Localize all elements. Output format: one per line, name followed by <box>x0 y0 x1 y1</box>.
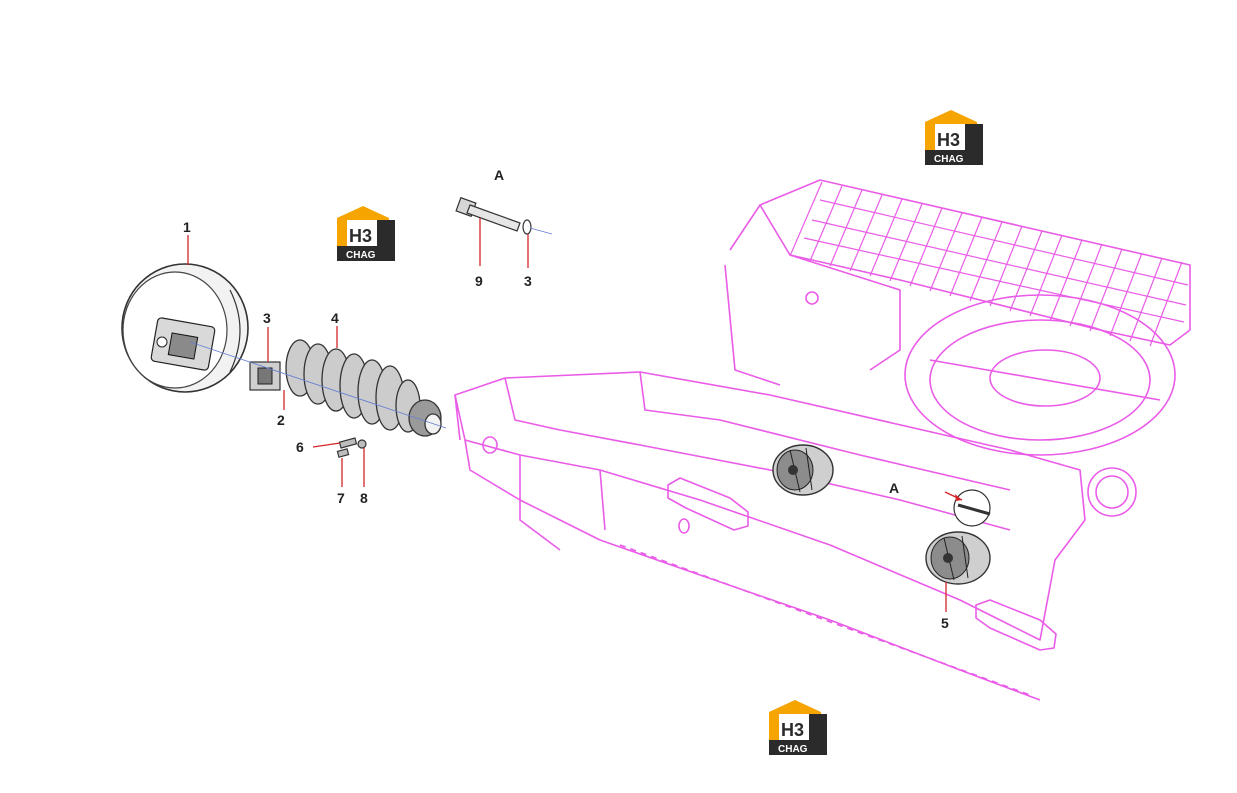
watermark-logo: H3 CHAG <box>337 206 395 261</box>
callout-3-yoke: 3 <box>263 310 271 326</box>
track-shoes <box>789 181 1189 347</box>
watermark-logo-word: CHAG <box>934 154 964 165</box>
callout-9: 9 <box>475 273 483 289</box>
watermark-logo: H3 CHAG <box>925 110 983 165</box>
callout-1: 1 <box>183 219 191 235</box>
watermark-logo-mark: H3 <box>781 720 804 740</box>
detail-a-label-top: A <box>494 167 504 183</box>
fasteners <box>336 437 367 458</box>
callout-3-washer: 3 <box>524 273 532 289</box>
carrier-roller-upper <box>772 444 834 496</box>
watermark-logo-word: CHAG <box>346 250 376 261</box>
watermark-logo-mark: H3 <box>937 130 960 150</box>
callout-6: 6 <box>296 439 304 455</box>
leader-lines <box>187 218 947 612</box>
callout-4: 4 <box>331 310 339 326</box>
pin-and-washer <box>455 196 553 235</box>
yoke-block <box>249 361 281 391</box>
watermark-logo-mark: H3 <box>349 226 372 246</box>
carrier-roller-lower <box>925 531 991 585</box>
callout-5: 5 <box>941 615 949 631</box>
callout-8: 8 <box>360 490 368 506</box>
callout-2: 2 <box>277 412 285 428</box>
idler-wheel <box>121 263 249 393</box>
detail-a-pin-on-frame <box>944 489 991 527</box>
watermark-logo: H3 CHAG <box>769 700 827 755</box>
recoil-spring <box>285 339 442 437</box>
track-frame <box>454 179 1191 701</box>
callout-7: 7 <box>337 490 345 506</box>
watermark-logo-word: CHAG <box>778 744 808 755</box>
detail-a-label-frame: A <box>889 480 899 496</box>
assembly-axis <box>189 341 447 429</box>
